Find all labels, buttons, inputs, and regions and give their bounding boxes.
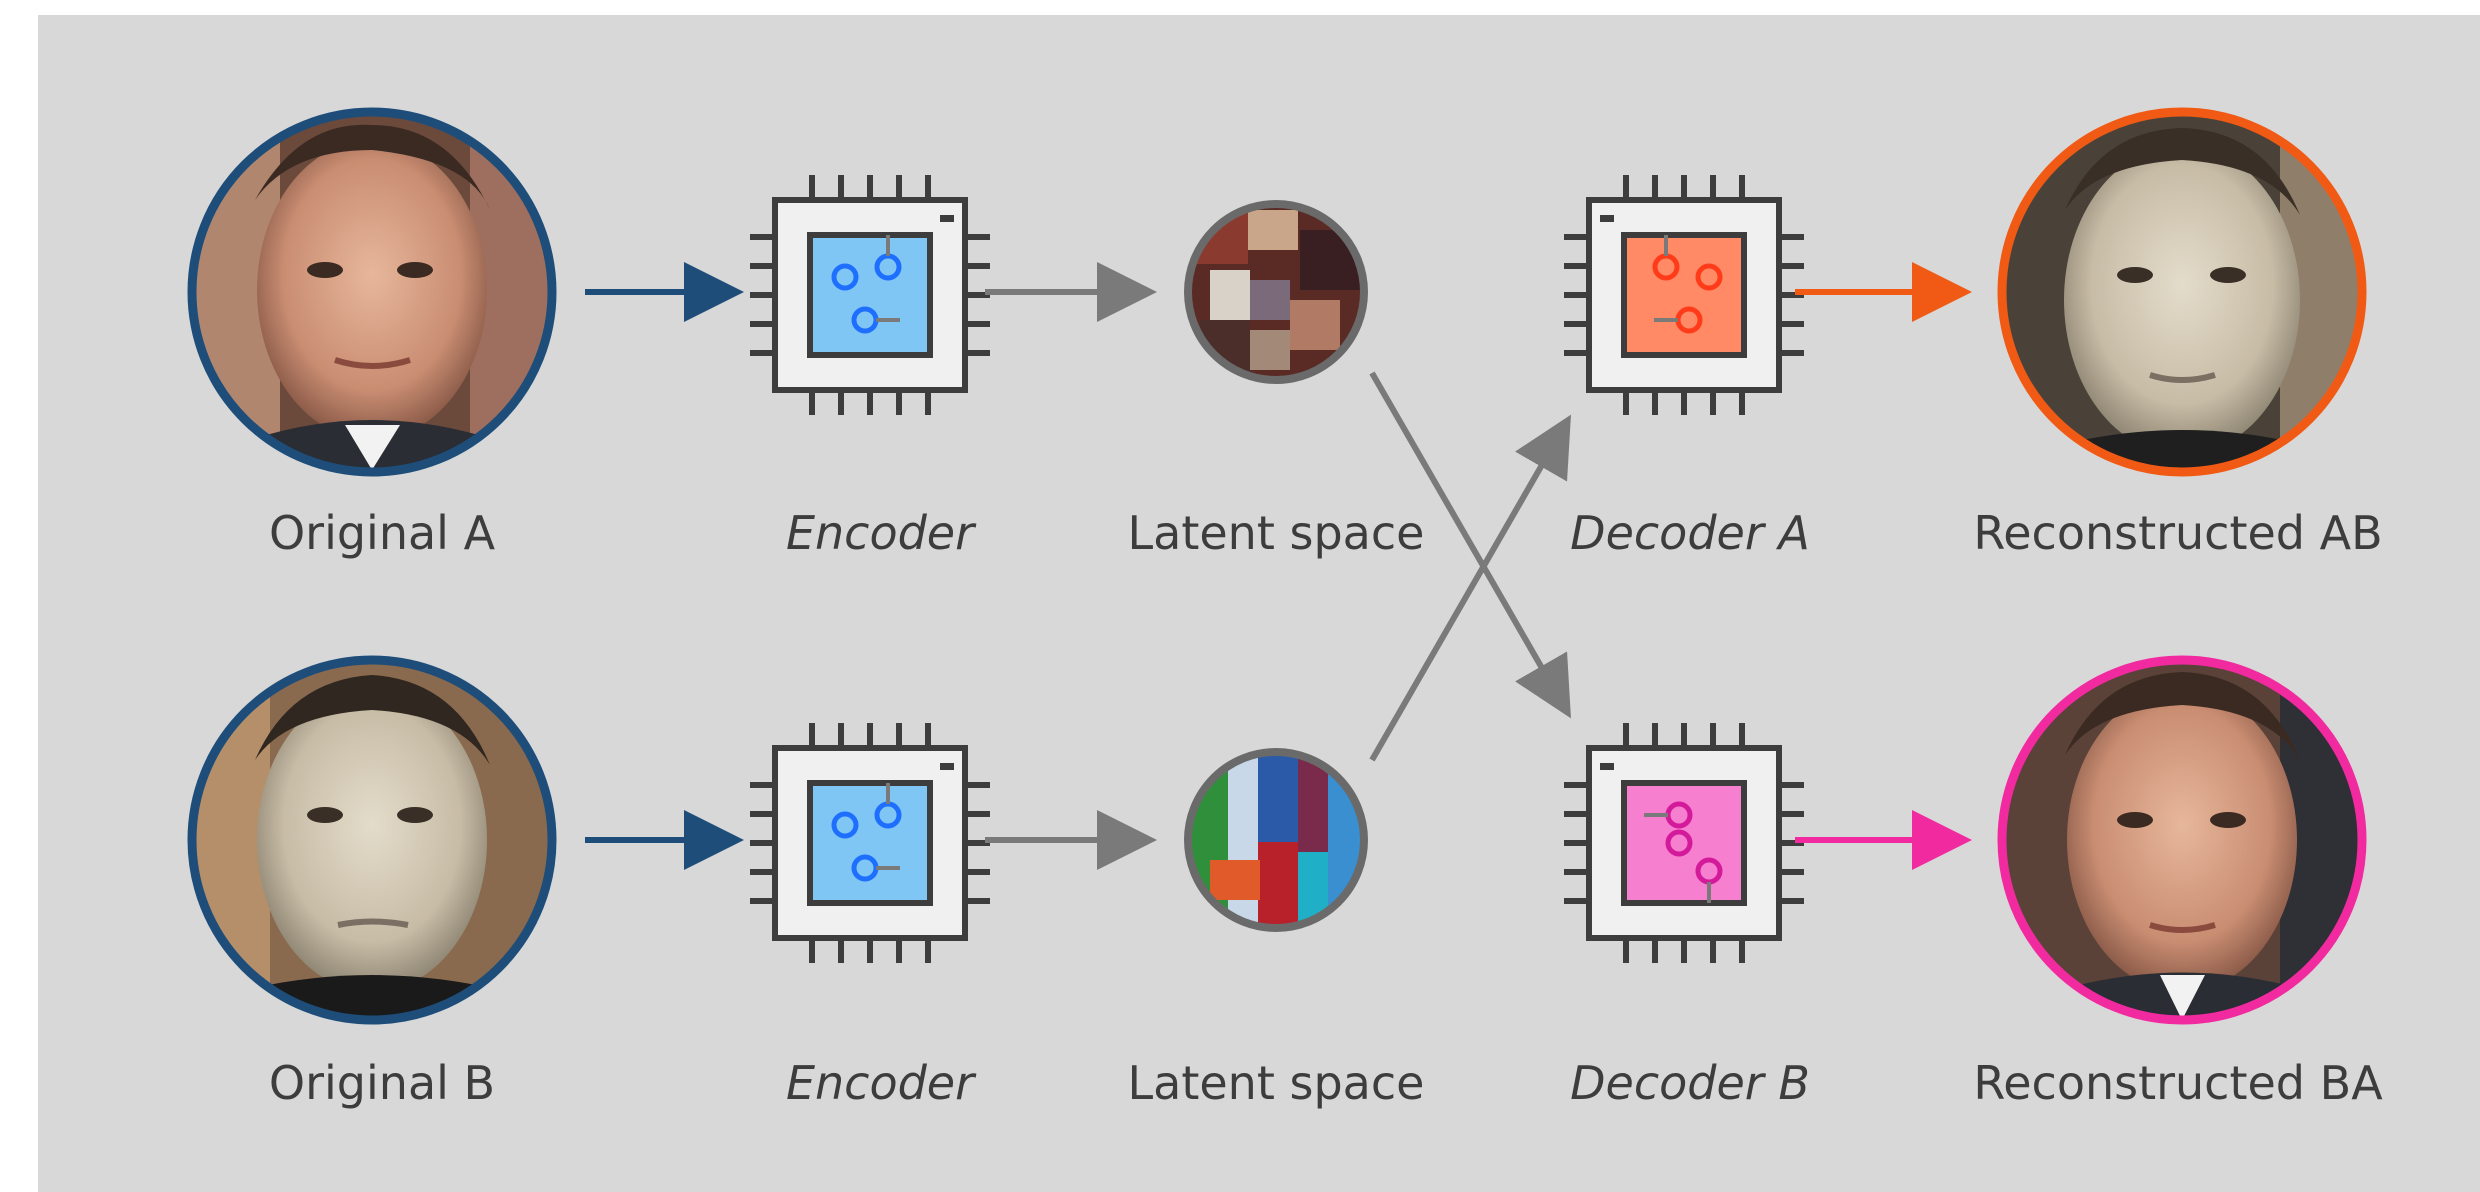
label-reconstructed-ab: Reconstructed AB — [1973, 506, 2383, 560]
original-a-image — [187, 107, 557, 477]
encoder-bottom-chip-icon — [750, 723, 990, 963]
label-encoder-bottom: Encoder — [785, 1056, 975, 1110]
latent-top-image — [1184, 200, 1368, 384]
decoder-a-chip-icon — [1564, 175, 1804, 415]
label-reconstructed-ba: Reconstructed BA — [1973, 1056, 2383, 1110]
label-decoder-b: Decoder B — [1570, 1056, 1810, 1110]
label-latent-bottom: Latent space — [1127, 1056, 1425, 1110]
label-original-b: Original B — [268, 1056, 496, 1110]
arrow-latent-bottom-to-decoder-a — [1369, 414, 1571, 762]
latent-bottom-image — [1184, 748, 1368, 932]
encoder-top-chip-icon — [750, 175, 990, 415]
original-b-image — [187, 655, 557, 1025]
label-original-a: Original A — [268, 506, 496, 560]
label-encoder-top: Encoder — [785, 506, 975, 560]
decoder-b-chip-icon — [1564, 723, 1804, 963]
reconstructed-ab-image — [1997, 107, 2367, 477]
label-latent-top: Latent space — [1127, 506, 1425, 560]
label-decoder-a: Decoder A — [1570, 506, 1810, 560]
arrow-latent-top-to-decoder-b — [1369, 371, 1571, 719]
reconstructed-ba-image — [1997, 655, 2367, 1025]
